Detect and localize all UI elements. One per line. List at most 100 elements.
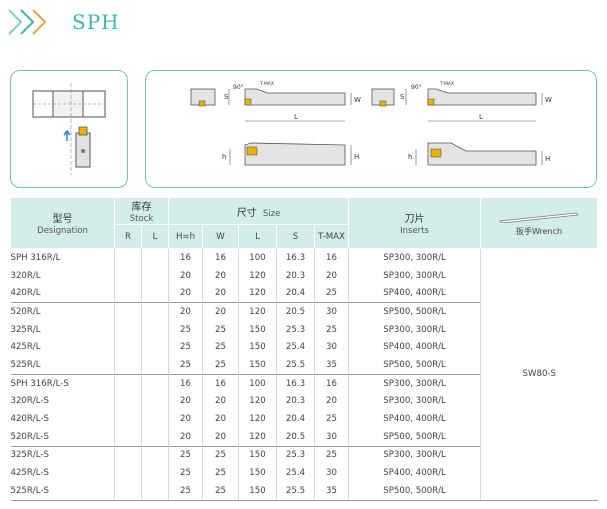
row-tmax: 35 — [313, 356, 349, 375]
row-stock-l — [141, 356, 169, 375]
row-designation: SPH 316R/L — [10, 247, 115, 267]
row-l: 120 — [238, 302, 277, 321]
row-stock-l — [141, 320, 169, 339]
row-w: 16 — [202, 247, 239, 267]
row-designation: 425R/L-S — [10, 468, 49, 479]
row-h: 25 — [168, 445, 203, 465]
row-h: 20 — [168, 284, 203, 303]
row-h: 25 — [168, 338, 203, 357]
row-stock-r — [114, 410, 142, 428]
svg-text:h: h — [408, 153, 412, 161]
row-s: 20.3 — [276, 266, 315, 285]
row-l: 120 — [238, 392, 277, 411]
row-inserts: SP300, 300R/L — [348, 247, 481, 267]
row-h: 20 — [168, 302, 203, 321]
row-stock-l — [141, 284, 169, 303]
row-stock-l — [141, 373, 169, 393]
svg-text:90°: 90° — [411, 84, 422, 91]
row-designation: 520R/L-S — [10, 431, 49, 442]
row-w: 25 — [202, 320, 239, 339]
row-l: 150 — [238, 481, 277, 501]
svg-text:S: S — [400, 93, 405, 101]
row-w: 25 — [202, 338, 239, 357]
row-tmax: 30 — [313, 302, 349, 321]
row-w: 20 — [202, 392, 239, 411]
col-tmax: T-MAX — [313, 224, 350, 249]
row-inserts: SP500, 500R/L — [348, 427, 481, 447]
row-tmax: 25 — [313, 320, 349, 339]
row-inserts: SP300, 300R/L — [348, 445, 481, 465]
row-s: 20.4 — [276, 284, 315, 303]
row-h: 20 — [168, 392, 203, 411]
row-tmax: 25 — [313, 445, 349, 465]
triple-chevron-icon — [8, 9, 47, 35]
row-inserts: SP500, 500R/L — [348, 356, 481, 375]
row-tmax: 30 — [313, 427, 349, 447]
row-h: 25 — [168, 464, 203, 482]
svg-text:W: W — [354, 96, 361, 104]
row-h: 25 — [168, 320, 203, 339]
row-w: 25 — [202, 464, 239, 482]
row-inserts: SP500, 500R/L — [348, 302, 481, 321]
row-s: 20.5 — [276, 427, 315, 447]
row-w: 20 — [202, 410, 239, 428]
row-tmax: 25 — [313, 284, 349, 303]
row-inserts: SP400, 400R/L — [348, 410, 481, 428]
row-inserts: SP400, 400R/L — [348, 284, 481, 303]
row-designation: 525R/L-S — [10, 481, 115, 501]
svg-text:H: H — [545, 155, 550, 163]
row-s: 20.5 — [276, 302, 315, 321]
row-s: 25.4 — [276, 464, 315, 482]
row-h: 25 — [168, 356, 203, 375]
row-l: 120 — [238, 427, 277, 447]
row-inserts: SP300, 300R/L — [348, 392, 481, 411]
row-inserts: SP400, 400R/L — [348, 464, 481, 482]
row-stock-r — [114, 445, 142, 465]
svg-text:90°: 90° — [233, 84, 244, 91]
col-stock-r: R — [114, 224, 142, 249]
col-wrench: 扳手Wrench — [480, 197, 599, 249]
row-stock-r — [114, 338, 142, 357]
row-inserts: SP300, 300R/L — [348, 320, 481, 339]
col-inserts: 刀片 Inserts — [348, 197, 482, 249]
row-s: 25.5 — [276, 356, 315, 375]
row-tmax: 20 — [313, 266, 349, 285]
spec-table: 型号 Designation 库存 Stock 尺寸 Size 刀片 Inser… — [10, 197, 599, 501]
row-stock-r — [114, 481, 142, 501]
row-stock-l — [141, 445, 169, 465]
row-h: 16 — [168, 373, 203, 393]
row-stock-l — [141, 464, 169, 482]
row-l: 150 — [238, 320, 277, 339]
row-w: 20 — [202, 266, 239, 285]
col-size: 尺寸 Size — [167, 197, 350, 225]
row-l: 150 — [238, 338, 277, 357]
row-w: 25 — [202, 481, 239, 501]
row-inserts: SP500, 500R/L — [348, 481, 481, 501]
row-h: 20 — [168, 427, 203, 447]
dimension-drawing-panel: S 90° T-MAX W L h H S 90° T-MAX W L h — [145, 70, 597, 188]
svg-text:H: H — [354, 153, 359, 161]
row-stock-r — [114, 427, 142, 447]
row-h: 16 — [168, 247, 203, 267]
row-stock-r — [114, 320, 142, 339]
wrench-value: SW80-S — [480, 248, 598, 501]
page-header: SPH — [6, 4, 306, 40]
col-l: L — [238, 224, 277, 249]
row-stock-l — [141, 392, 169, 411]
row-stock-r — [114, 284, 142, 303]
row-w: 20 — [202, 284, 239, 303]
row-designation: 325R/L-S — [10, 445, 115, 465]
row-designation: 425R/L — [10, 342, 41, 353]
setup-diagram — [32, 83, 106, 175]
row-w: 20 — [202, 427, 239, 447]
row-tmax: 30 — [313, 464, 349, 482]
row-designation: 420R/L-S — [10, 414, 49, 425]
svg-text:S: S — [224, 93, 229, 101]
col-h: H=h — [168, 224, 203, 249]
row-stock-l — [141, 481, 169, 501]
